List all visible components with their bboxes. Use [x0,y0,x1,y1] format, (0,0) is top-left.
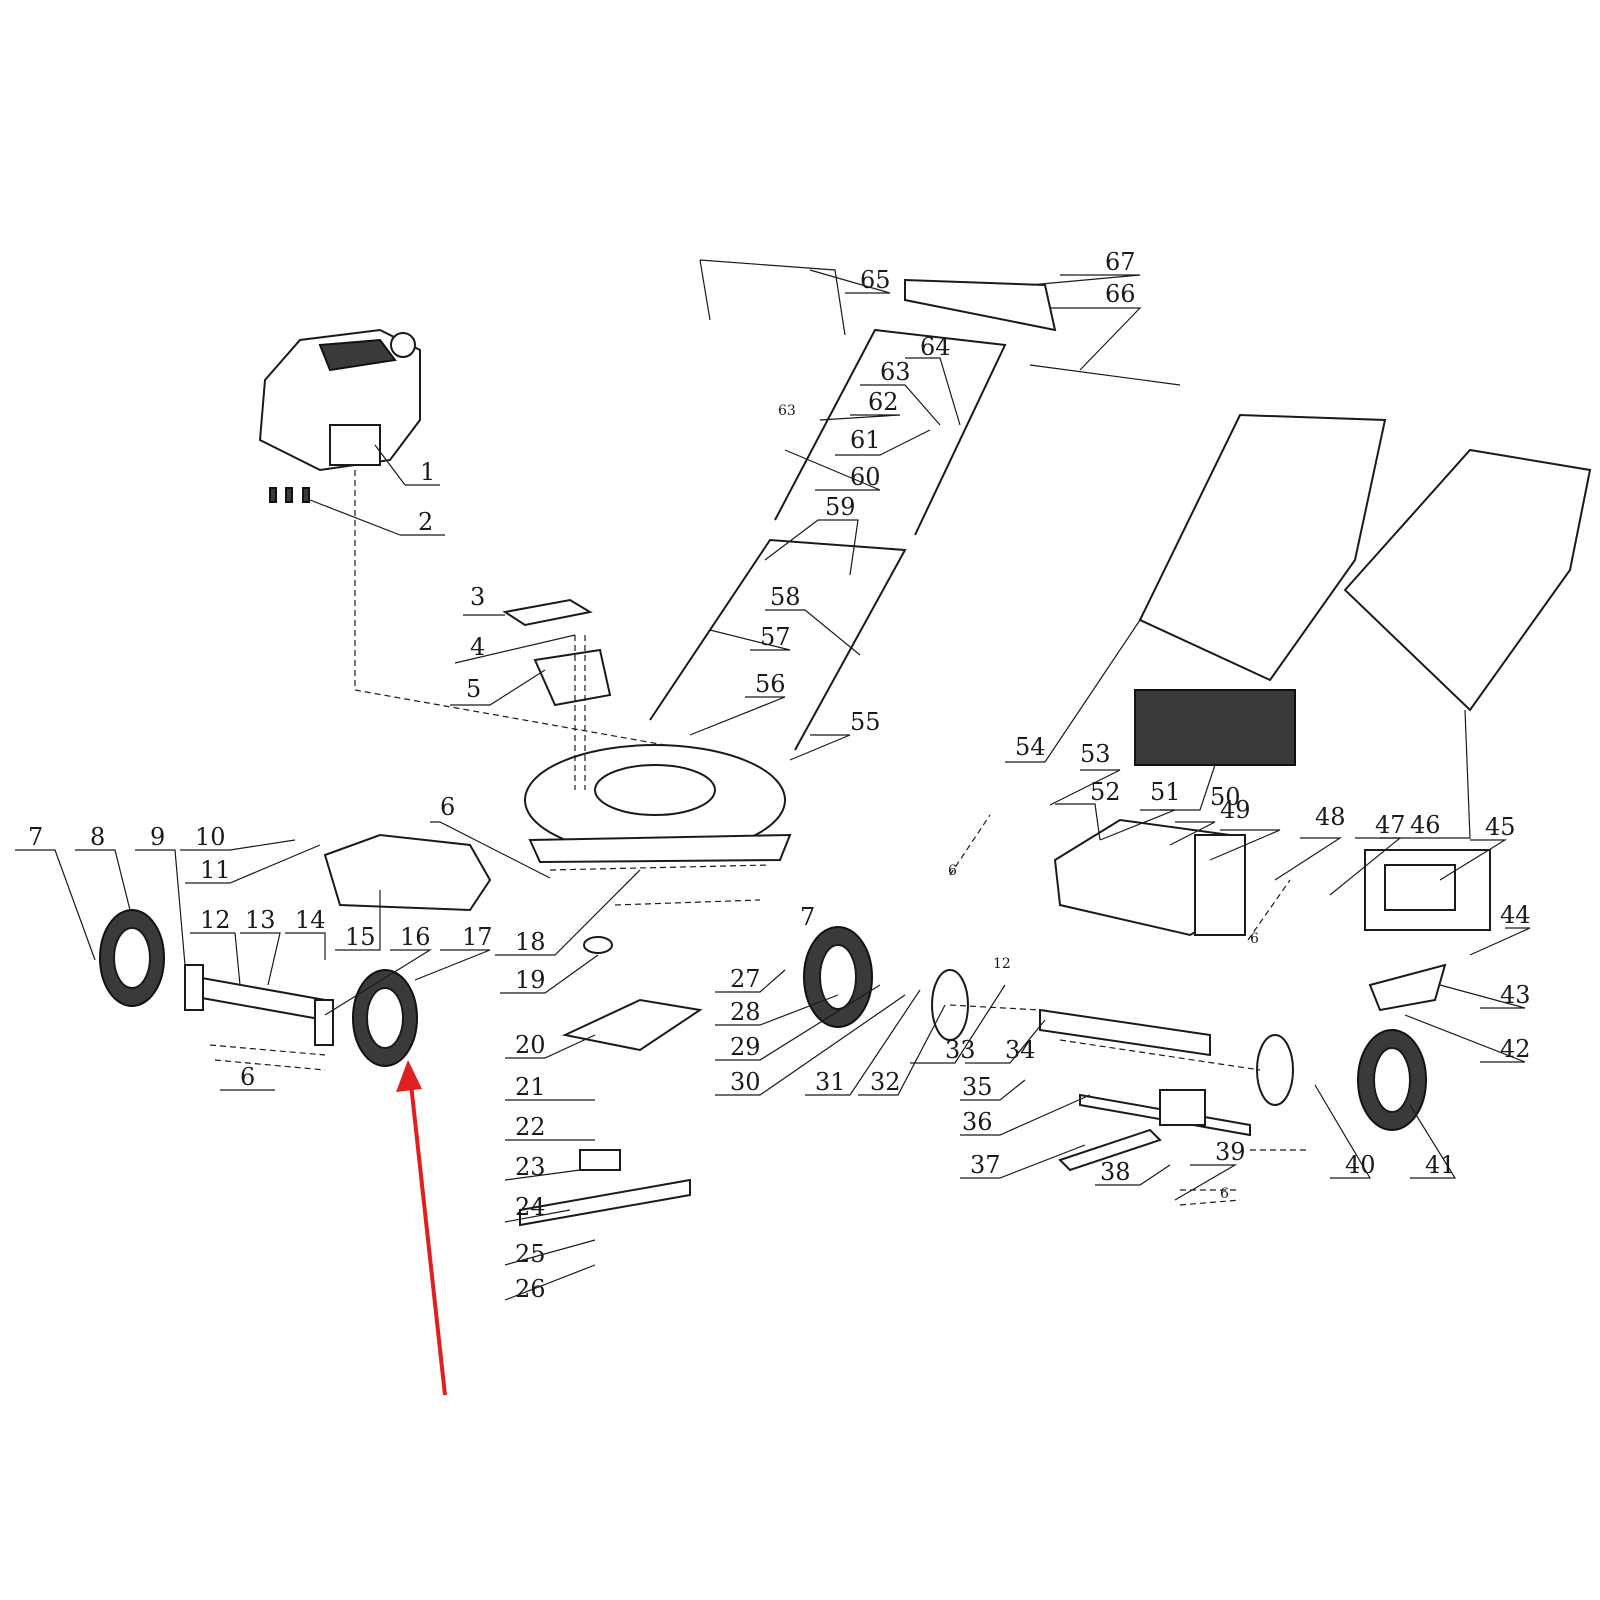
front-cover [323,833,492,912]
label-15: 15 [345,923,376,951]
label-60: 60 [850,463,881,491]
grass-filter [1134,689,1296,766]
label-4: 4 [470,633,485,661]
label-47: 47 [1375,811,1406,839]
label-18: 18 [515,928,546,956]
label-22: 22 [515,1113,546,1141]
label-38: 38 [1100,1158,1131,1186]
deck [524,744,792,864]
label-6-small-rear: 6 [1250,931,1259,947]
red-arrow-icon [396,1060,447,1396]
label-3: 3 [470,583,485,611]
label-5: 5 [466,675,481,703]
label-12-small: 12 [993,956,1011,972]
label-36: 36 [962,1108,993,1136]
label-34: 34 [1005,1036,1036,1064]
label-57: 57 [760,623,791,651]
label-48: 48 [1315,803,1346,831]
label-20: 20 [515,1031,546,1059]
label-30: 30 [730,1068,761,1096]
label-6-small-bottom: 6 [1220,1186,1229,1202]
grass-bag-frame [1138,413,1387,682]
label-63-small: 63 [778,403,796,419]
label-13: 13 [245,906,276,934]
label-9: 9 [150,823,165,851]
label-26: 26 [515,1275,546,1303]
assembly-guides [209,470,1310,1206]
label-44: 44 [1500,901,1531,929]
label-25: 25 [515,1240,546,1268]
label-6-front-axle: 6 [240,1063,255,1091]
handle-frames [649,259,1181,751]
label-54: 54 [1015,733,1046,761]
label-24: 24 [515,1193,546,1221]
label-50: 50 [1210,783,1241,811]
label-55: 55 [850,708,881,736]
label-32: 32 [870,1068,901,1096]
front-left-wheel [99,909,165,1007]
label-42: 42 [1500,1035,1531,1063]
label-27: 27 [730,965,761,993]
label-23: 23 [515,1153,546,1181]
label-11: 11 [200,856,231,884]
rear-flap [1364,849,1491,1012]
label-8: 8 [90,823,105,851]
label-10: 10 [195,823,226,851]
label-28: 28 [730,998,761,1026]
label-6-small-frame: 6 [948,863,957,879]
label-39: 39 [1215,1138,1246,1166]
label-12: 12 [200,906,231,934]
label-29: 29 [730,1033,761,1061]
label-41: 41 [1425,1151,1456,1179]
label-64: 64 [920,333,951,361]
label-61: 61 [850,426,881,454]
label-31: 31 [815,1068,846,1096]
label-40: 40 [1345,1151,1376,1179]
label-37: 37 [970,1151,1001,1179]
label-51: 51 [1150,778,1181,806]
label-6-deck: 6 [440,793,455,821]
label-66: 66 [1105,280,1136,308]
label-46: 46 [1410,811,1441,839]
engine-bolts [269,487,310,503]
fuel-cover [502,598,612,707]
leader-lines [15,269,1531,1301]
label-45: 45 [1485,813,1516,841]
label-21: 21 [515,1073,546,1101]
label-59: 59 [825,493,856,521]
label-35: 35 [962,1073,993,1101]
label-1: 1 [420,458,435,486]
label-52: 52 [1090,778,1121,806]
label-16: 16 [400,923,431,951]
label-19: 19 [515,966,546,994]
label-53: 53 [1080,740,1111,768]
blade-assembly [519,936,703,1227]
label-65: 65 [860,266,891,294]
label-17: 17 [462,923,493,951]
label-7-front: 7 [28,823,43,851]
front-axle [184,964,334,1046]
front-right-wheel [352,969,418,1067]
label-43: 43 [1500,981,1531,1009]
grass-bag [1343,448,1592,712]
label-67: 67 [1105,248,1136,276]
label-2: 2 [418,508,433,536]
label-56: 56 [755,670,786,698]
engine [258,328,421,472]
part-labels: 1 2 3 4 5 6 7 8 9 10 11 12 13 14 15 16 1… [28,248,1531,1303]
label-14: 14 [295,906,326,934]
label-62: 62 [868,388,899,416]
label-49: 49 [1220,796,1251,824]
rear-axle-and-gearbox [1039,1008,1251,1172]
label-63: 63 [880,358,911,386]
rear-frame [1053,818,1247,937]
label-33: 33 [945,1036,976,1064]
label-7-rear: 7 [800,903,815,931]
label-58: 58 [770,583,801,611]
